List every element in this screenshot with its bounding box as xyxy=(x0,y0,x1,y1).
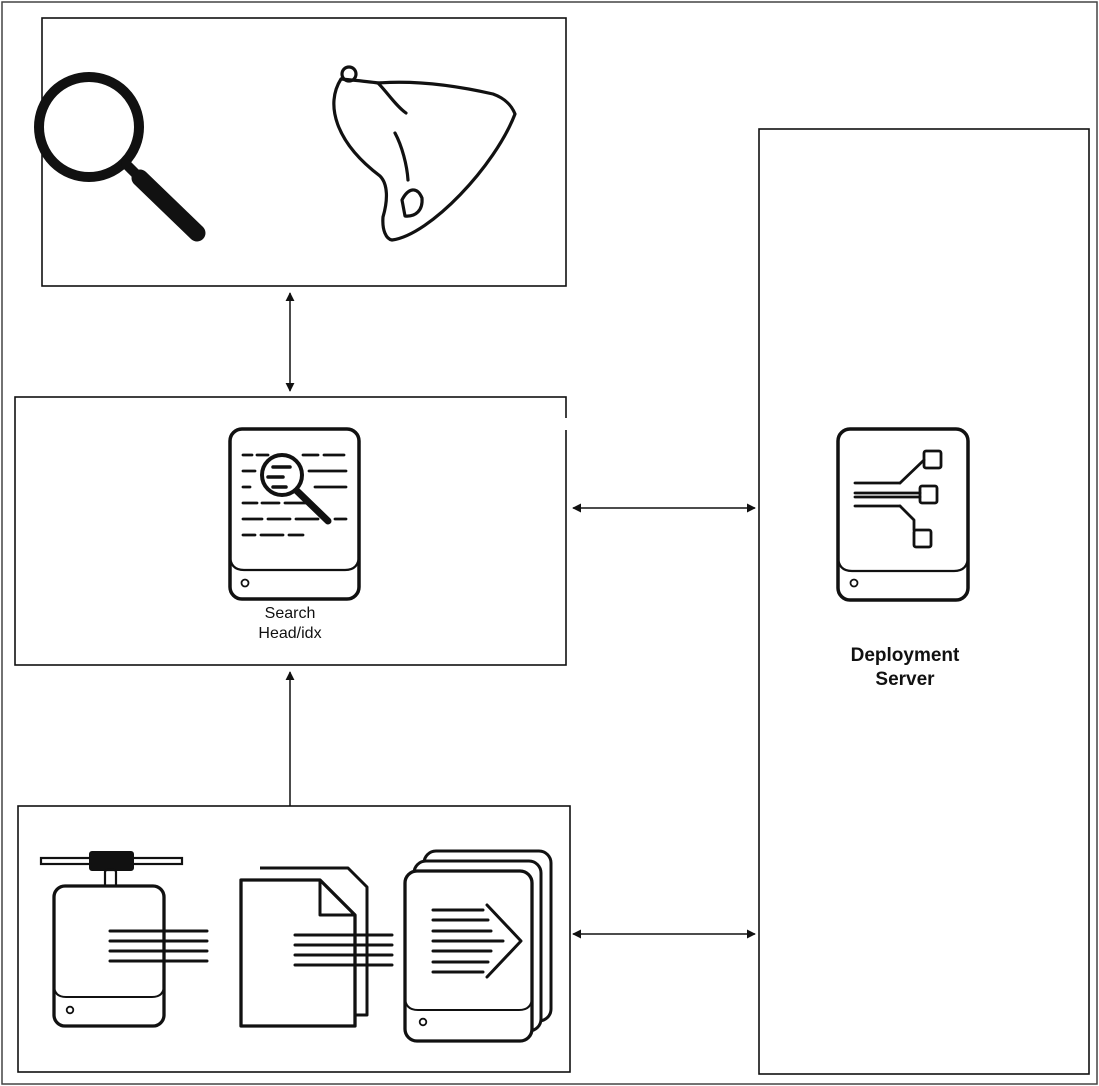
deployment-server-label: Deployment Server xyxy=(800,644,1010,692)
search-head-label: Search Head/idx xyxy=(200,604,380,644)
search-head-label-line1: Search xyxy=(264,605,316,622)
search-head-panel xyxy=(14,396,567,666)
bell-icon xyxy=(332,65,517,242)
log-file-icon xyxy=(239,866,394,1028)
search-icon xyxy=(34,72,206,242)
forwarder-server-icon xyxy=(39,851,209,1028)
deployment-server-label-line1: Deployment xyxy=(850,645,960,666)
top-panel xyxy=(41,17,567,287)
deployment-server-icon xyxy=(836,427,970,602)
deployment-server-label-line2: Server xyxy=(875,669,935,690)
search-head-label-line2: Head/idx xyxy=(258,625,322,642)
indexer-stack-icon xyxy=(403,849,553,1043)
panel-edge-gap xyxy=(564,418,569,430)
search-head-server-icon xyxy=(228,427,361,601)
